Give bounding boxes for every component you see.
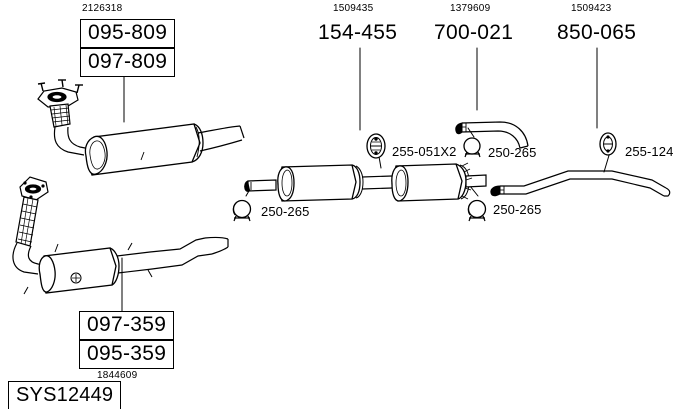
rear-silencer-collar [461,162,473,200]
part-number-154-455[interactable]: 154-455 [318,21,398,44]
part-number-097-359[interactable]: 097-359 [79,311,175,340]
part-number-700-021[interactable]: 700-021 [434,21,514,44]
clamp-icon [467,199,487,222]
part-centre-and-rear-silencers [244,162,487,202]
ref-number-1509435: 1509435 [333,3,374,14]
centre-silencer-body [277,164,364,202]
part-tail-pipe [490,170,671,197]
part-number-095-359[interactable]: 095-359 [79,340,175,369]
accessory-code-250-265-left[interactable]: 250-265 [261,204,310,219]
rear-silencer-body [391,163,470,202]
system-code-box[interactable]: SYS12449 [8,381,122,409]
ref-number-1379609: 1379609 [450,3,491,14]
front-pipe-bend-outer [53,126,85,156]
ref-number-2126318: 2126318 [82,3,123,14]
part-front-pipe-with-resonator [37,79,245,176]
part-short-connector-pipe [455,121,529,149]
leader-line-clamp-right [469,185,479,197]
part-number-850-065[interactable]: 850-065 [557,21,637,44]
accessory-code-250-265-mid[interactable]: 250-265 [488,145,537,160]
flex-braid-section [49,103,71,128]
leader-line-clamp-mid [467,127,475,138]
accessory-code-250-265-right[interactable]: 250-265 [493,202,542,217]
flange-studs [37,79,83,94]
gasket-oval-icon [599,132,617,156]
accessory-code-255-051X2[interactable]: 255-051X2 [392,144,457,159]
ref-number-1509423: 1509423 [571,3,612,14]
clamp-icon [232,199,252,222]
clamp-icon [463,137,481,158]
resonator-body [84,123,204,176]
ref-number-1844609: 1844609 [97,370,138,381]
accessory-code-255-124[interactable]: 255-124 [625,144,674,159]
silencer-inlet-stub [244,179,277,192]
connector-pipe-between-silencers [361,175,393,190]
silencer-outlet-stub [465,174,487,188]
resonator-right-cap [191,123,204,163]
front-pipe-bend-inner [67,126,91,150]
pipe-end [239,125,245,139]
part-catalytic-converter-pipe [12,176,229,295]
part-number-097-809[interactable]: 097-809 [80,48,176,77]
cat-flex-braid [15,196,39,247]
part-number-095-809[interactable]: 095-809 [80,19,176,48]
catalytic-converter-body [38,247,120,294]
gasket-oval-icon [366,133,386,159]
